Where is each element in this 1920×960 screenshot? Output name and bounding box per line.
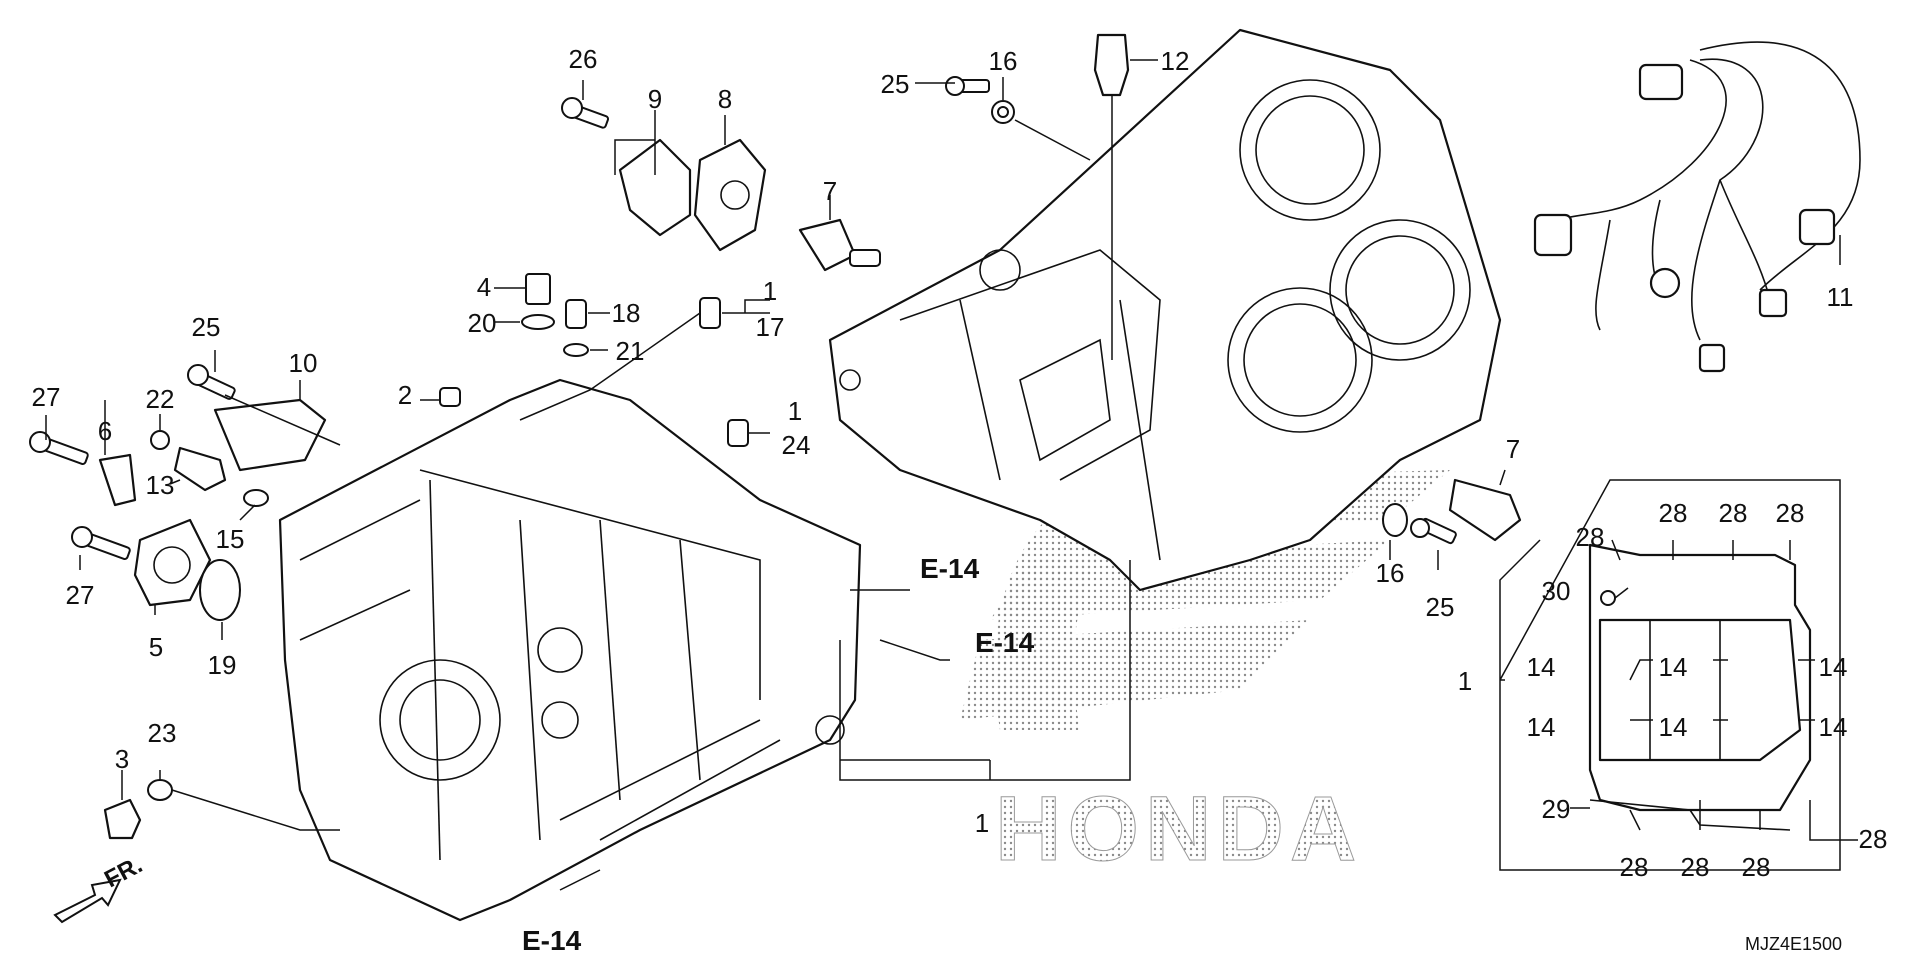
callout-c4: 4 (477, 272, 491, 302)
reference-e14b: E-14 (975, 627, 1035, 658)
callout-c20: 20 (468, 308, 497, 338)
callout-c25a: 25 (881, 69, 910, 99)
callout-c7a: 7 (823, 176, 837, 206)
callout-c28c: 28 (1719, 498, 1748, 528)
upper-crankcase (828, 28, 1502, 592)
callout-c14d: 14 (1527, 712, 1556, 742)
callout-c14e: 14 (1659, 712, 1688, 742)
callout-c6: 6 (98, 416, 112, 446)
callout-c2: 2 (398, 380, 412, 410)
callout-c28b: 28 (1659, 498, 1688, 528)
callout-c1c: 1 (1458, 666, 1472, 696)
lower-crankcase (278, 378, 862, 922)
callout-c14f: 14 (1819, 712, 1848, 742)
honda-watermark-text: HONDA (995, 778, 1362, 880)
callout-c7b: 7 (1506, 434, 1520, 464)
callout-c10: 10 (289, 348, 318, 378)
drawing-code: MJZ4E1500 (1745, 934, 1842, 954)
small-parts (29, 33, 1616, 840)
breather-cover (1588, 543, 1812, 831)
callout-c29: 29 (1542, 794, 1571, 824)
callout-c14a: 14 (1527, 652, 1556, 682)
callout-c14b: 14 (1659, 652, 1688, 682)
callout-c25b: 25 (192, 312, 221, 342)
callout-c14c: 14 (1819, 652, 1848, 682)
callout-c17: 17 (756, 312, 785, 342)
callout-c18: 18 (612, 298, 641, 328)
callout-c28h: 28 (1859, 824, 1888, 854)
callout-c28g: 28 (1742, 852, 1771, 882)
callout-c1d: 1 (975, 808, 989, 838)
callout-c25c: 25 (1426, 592, 1455, 622)
callout-c16a: 16 (989, 46, 1018, 76)
callout-c28a: 28 (1576, 522, 1605, 552)
callout-c21: 21 (616, 336, 645, 366)
callout-c27a: 27 (32, 382, 61, 412)
callout-c26: 26 (569, 44, 598, 74)
callout-c23: 23 (148, 718, 177, 748)
callout-c8: 8 (718, 84, 732, 114)
callout-c1b: 1 (788, 396, 802, 426)
wire-harness (1533, 41, 1861, 373)
callout-c22: 22 (146, 384, 175, 414)
callout-c3: 3 (115, 744, 129, 774)
callout-c30: 30 (1542, 576, 1571, 606)
callout-c28d: 28 (1776, 498, 1805, 528)
callout-c27b: 27 (66, 580, 95, 610)
callout-c19: 19 (208, 650, 237, 680)
callout-c9: 9 (648, 84, 662, 114)
leader-lines (45, 59, 1858, 891)
callout-c13: 13 (146, 470, 175, 500)
callout-c24: 24 (782, 430, 811, 460)
front-direction-arrow: FR. (53, 851, 147, 924)
callout-c15: 15 (216, 524, 245, 554)
reference-e14a: E-14 (920, 553, 980, 584)
callout-c28e: 28 (1620, 852, 1649, 882)
callout-c11: 11 (1827, 282, 1854, 312)
callout-c5: 5 (149, 632, 163, 662)
callout-c1a: 1 (763, 276, 777, 306)
callout-c16b: 16 (1376, 558, 1405, 588)
callout-c28f: 28 (1681, 852, 1710, 882)
callout-c12: 12 (1161, 46, 1190, 76)
reference-e14c: E-14 (522, 925, 582, 956)
